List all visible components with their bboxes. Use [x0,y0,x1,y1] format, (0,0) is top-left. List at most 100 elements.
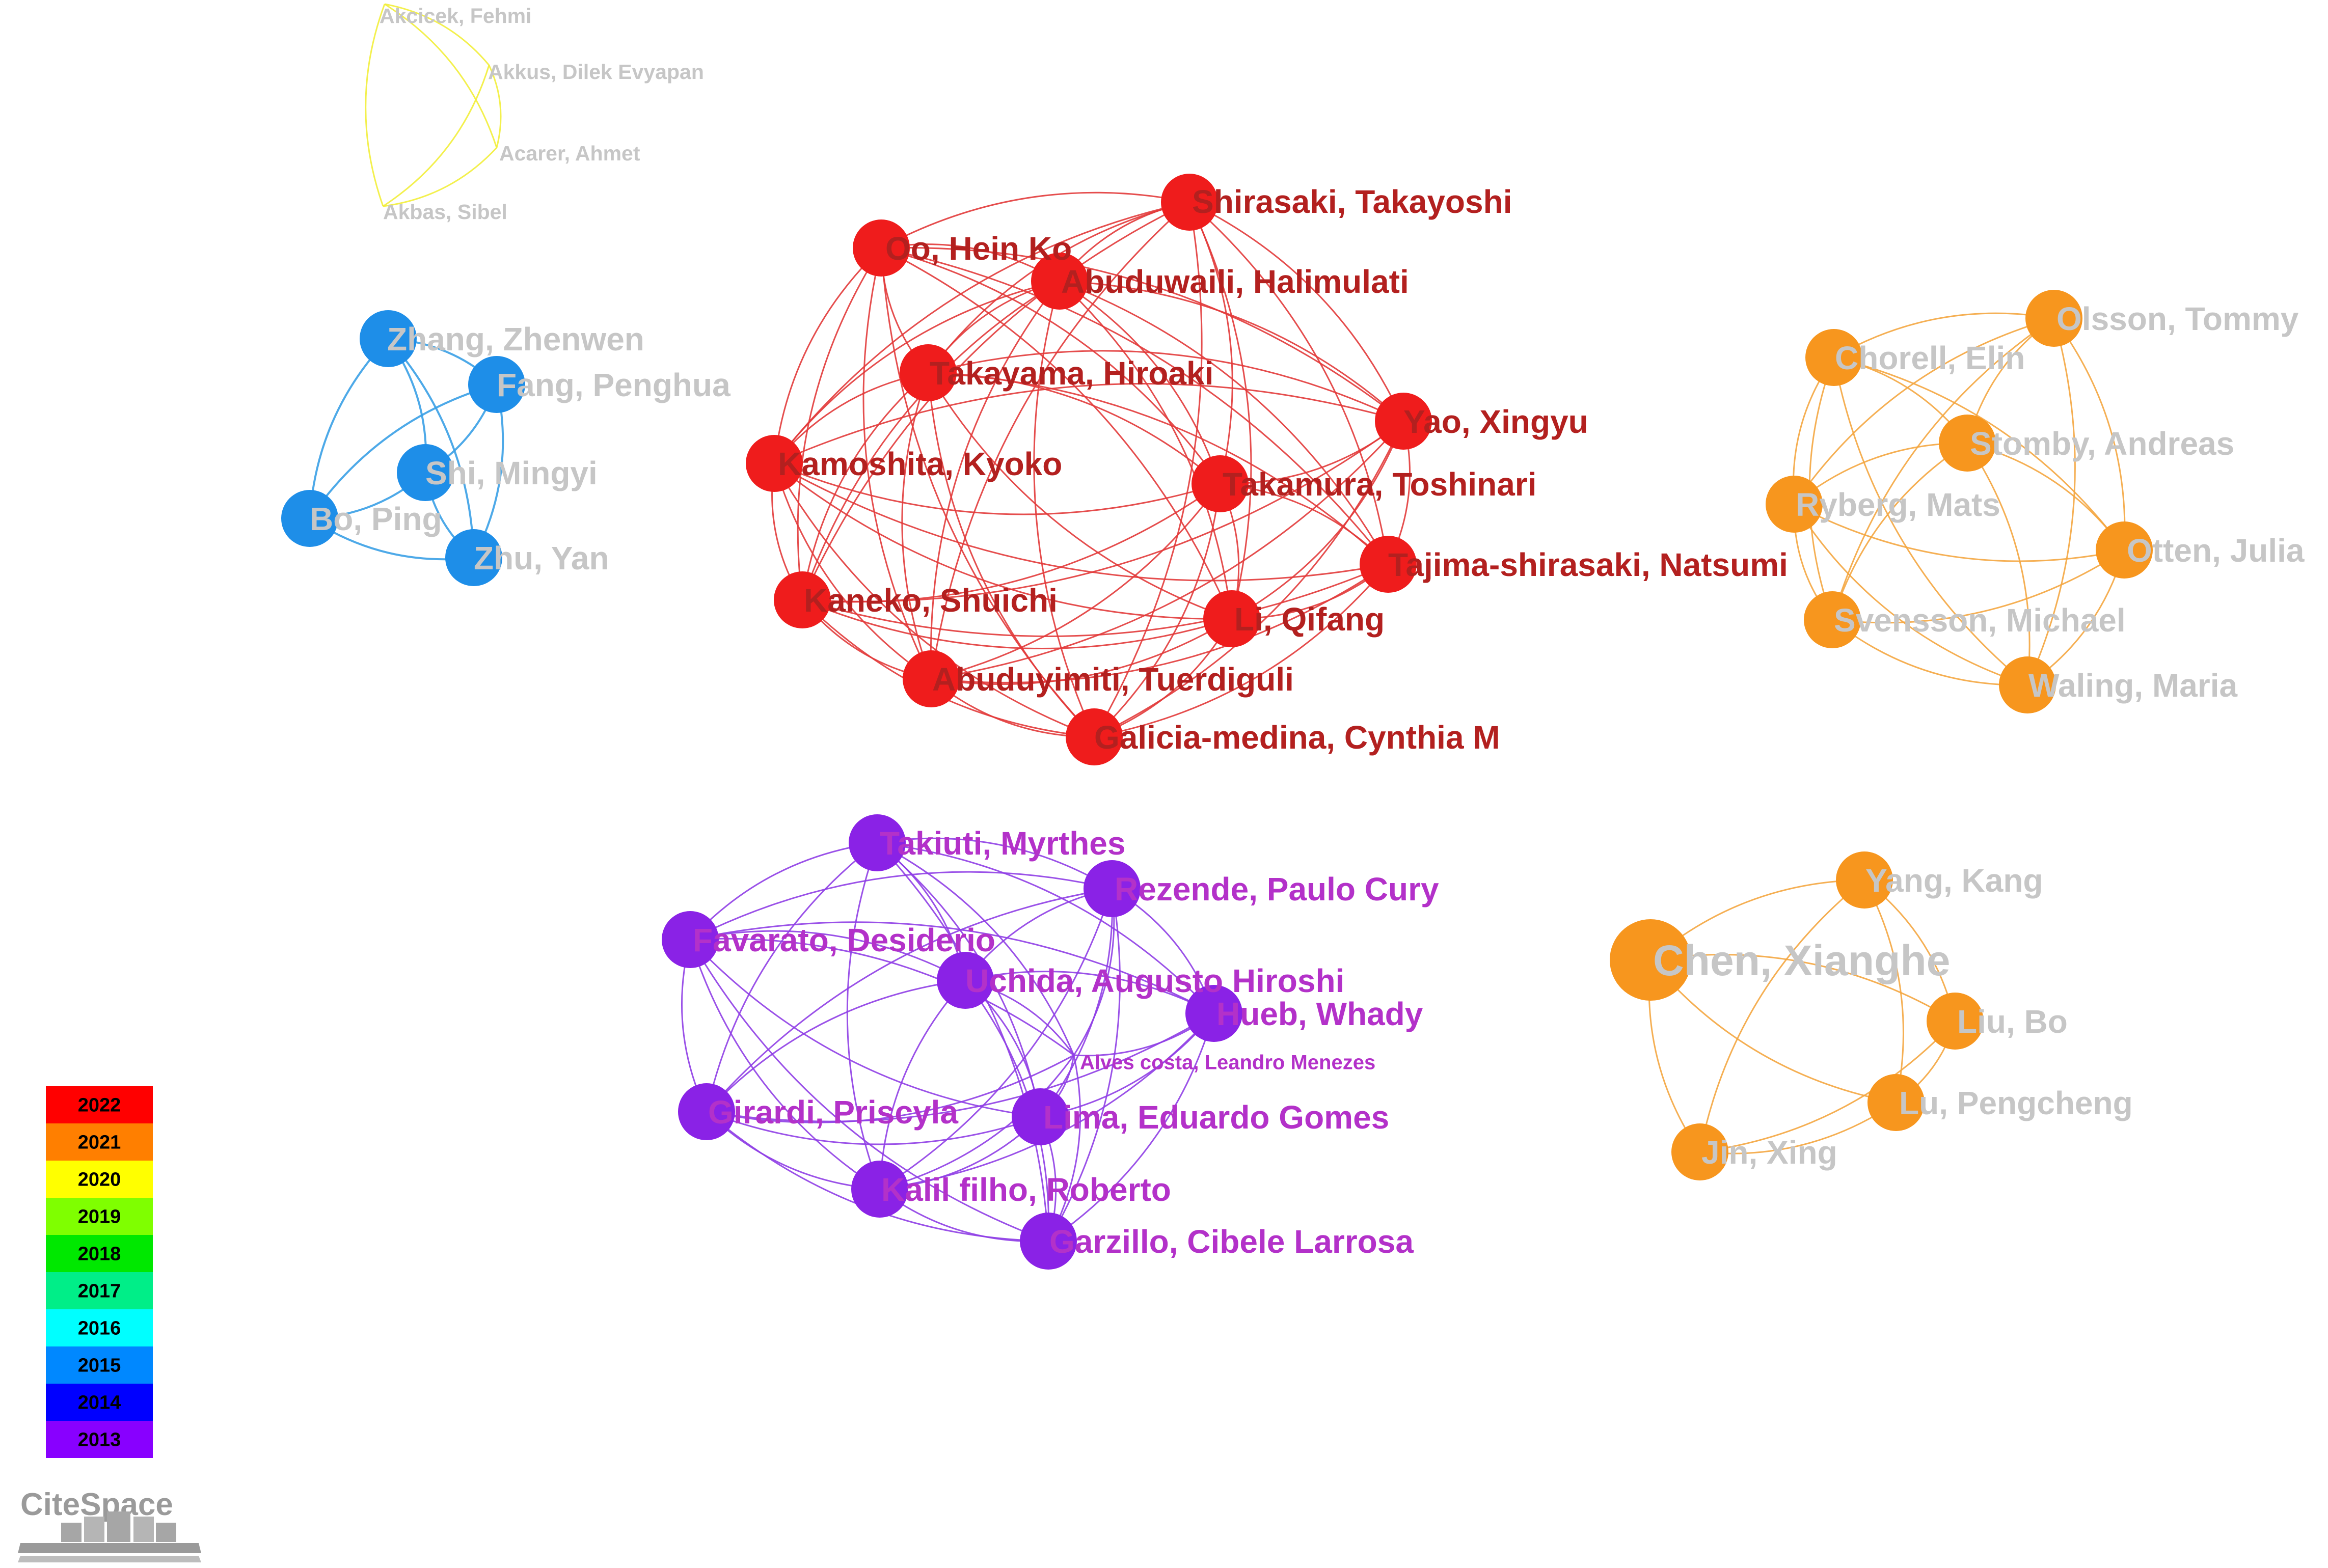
label-kaneko-shuichi: Kaneko, Shuichi [804,582,1058,619]
legend-label-2013: 2013 [78,1429,121,1451]
node-lima-eduardo-gomes[interactable] [1012,1088,1069,1145]
legend-item-2019: 2019 [46,1198,153,1235]
label-rezende-paulo-cury: Rezende, Paulo Cury [1115,871,1439,907]
node-kamoshita-kyoko[interactable] [746,435,803,492]
edge-red-3-9 [927,372,1232,620]
edge-yellow-0-2 [384,3,498,148]
node-takiuti-myrthes[interactable] [849,814,906,871]
node-svensson-michael[interactable] [1804,591,1861,648]
node-oo-hein-ko[interactable] [853,219,910,277]
edge-orange_top-0-4 [2053,318,2126,551]
edge-red-7-11 [1094,564,1389,738]
edge-orange_bottom-0-4 [1699,879,1865,1152]
node-olsson-tommy[interactable] [2025,290,2082,347]
node-zhu-yan[interactable] [445,529,502,586]
node-stomby-andreas[interactable] [1939,415,1996,472]
node-uchida-augusto-hiroshi[interactable] [937,952,994,1009]
edge-purple-0-1 [877,837,1113,890]
edge-red-4-10 [931,421,1404,680]
node-jin-xing[interactable] [1671,1123,1728,1180]
node-takayama-hiroaki[interactable] [900,344,957,401]
node-takamura-toshinari[interactable] [1192,455,1249,512]
edge-orange_top-1-6 [1833,357,2028,686]
node-shirasaki-takayoshi[interactable] [1161,174,1218,231]
node-kaneko-shuichi[interactable] [774,571,831,628]
node-yang-kang[interactable] [1836,851,1893,909]
edge-red-5-6 [774,462,1221,515]
node-liu-bo[interactable] [1927,993,1984,1050]
node-ryberg-mats[interactable] [1766,476,1823,533]
node-abuduyimiti-tuerdiguli[interactable] [903,650,960,707]
edge-red-1-5 [773,247,882,464]
label-abuduwaili-halimulati: Abuduwaili, Halimulati [1061,263,1409,300]
node-abuduwaili-halimulati[interactable] [1031,253,1088,310]
logo-text: CiteSpace [20,1487,173,1522]
node-favarato-desiderio[interactable] [662,911,719,968]
edge-red-6-8 [802,483,1221,603]
edge-red-2-4 [1059,280,1404,422]
label-zhang-zhenwen: Zhang, Zhenwen [387,321,644,357]
node-rezende-paulo-cury[interactable] [1084,860,1141,917]
edge-red-2-10 [930,281,1061,679]
node-chen-xianghe[interactable] [1610,919,1691,1001]
legend-swatch-2015 [46,1346,153,1384]
edge-red-5-7 [774,462,1389,582]
label-uchida-augusto-hiroshi: Uchida, Augusto Hiroshi [965,962,1344,999]
node-garzillo-cibele-larrosa[interactable] [1020,1213,1077,1270]
node-kalil-filho-roberto[interactable] [851,1161,908,1218]
edge-purple-4-9 [1048,1013,1215,1242]
label-akbas-sibel: Akbas, Sibel [383,200,507,224]
label-ryberg-mats: Ryberg, Mats [1796,486,2000,523]
edge-red-2-5 [773,280,1060,464]
node-lu-pengcheng[interactable] [1867,1074,1925,1131]
node-yao-xingyu[interactable] [1375,393,1432,450]
node-zhang-zhenwen[interactable] [360,310,417,367]
edge-red-4-9 [1231,421,1404,620]
edge-purple-0-9 [876,842,1049,1242]
edge-red-2-6 [1059,280,1221,484]
label-kalil-filho-roberto: Kalil filho, Roberto [881,1171,1171,1208]
node-li-qifang[interactable] [1203,590,1260,647]
edge-yellow-0-3 [365,4,386,207]
edge-orange_bottom-3-4 [1699,1102,1897,1154]
label-hueb-whady: Hueb, Whady [1216,996,1423,1032]
node-tajima-shirasaki-natsumi[interactable] [1360,536,1417,593]
node-hueb-whady[interactable] [1185,985,1242,1042]
logo-building-icon [18,1511,201,1562]
network-nodes [281,174,2153,1270]
edge-yellow-2-3 [383,147,498,207]
edge-red-0-11 [1093,202,1203,737]
label-alves-costa-leandro-menezes: Alves costa, Leandro Menezes [1080,1051,1375,1074]
label-shirasaki-takayoshi: Shirasaki, Takayoshi [1192,183,1512,220]
edge-red-3-11 [927,372,1095,738]
edge-purple-3-8 [879,979,966,1190]
label-lima-eduardo-gomes: Lima, Eduardo Gomes [1043,1099,1389,1136]
edge-purple-2-5 [690,938,1074,1056]
node-shi-mingyi[interactable] [397,444,454,501]
node-girardi-priscyla[interactable] [678,1083,735,1140]
edge-orange_top-4-5 [1832,549,2125,624]
legend-swatch-2016 [46,1309,153,1346]
label-akkus-dilek-evyapan: Akkus, Dilek Evyapan [488,60,704,84]
label-zhu-yan: Zhu, Yan [474,540,609,576]
edge-orange_top-3-6 [1793,504,2028,686]
label-chorell-elin: Chorell, Elin [1835,340,2025,376]
node-waling-maria[interactable] [1999,656,2056,713]
edge-purple-5-6 [706,1054,1074,1123]
citespace-logo: CiteSpace [18,1487,201,1562]
label-garzillo-cibele-larrosa: Garzillo, Cibele Larrosa [1049,1223,1414,1260]
label-chen-xianghe: Chen, Xianghe [1653,937,1950,984]
node-fang-penghua[interactable] [468,356,525,413]
legend-swatch-2019 [46,1198,153,1235]
edge-purple-0-2 [689,842,878,941]
label-oo-hein-ko: Oo, Hein Ko [885,230,1072,267]
edge-blue-0-4 [387,338,475,558]
edge-purple-1-7 [1039,888,1114,1117]
label-stomby-andreas: Stomby, Andreas [1970,425,2234,462]
node-chorell-elin[interactable] [1805,329,1862,386]
node-otten-julia[interactable] [2096,521,2153,579]
node-galicia-medina-cynthia-m[interactable] [1066,708,1123,765]
edge-yellow-1-2 [488,65,502,148]
node-bo-ping[interactable] [281,490,338,547]
